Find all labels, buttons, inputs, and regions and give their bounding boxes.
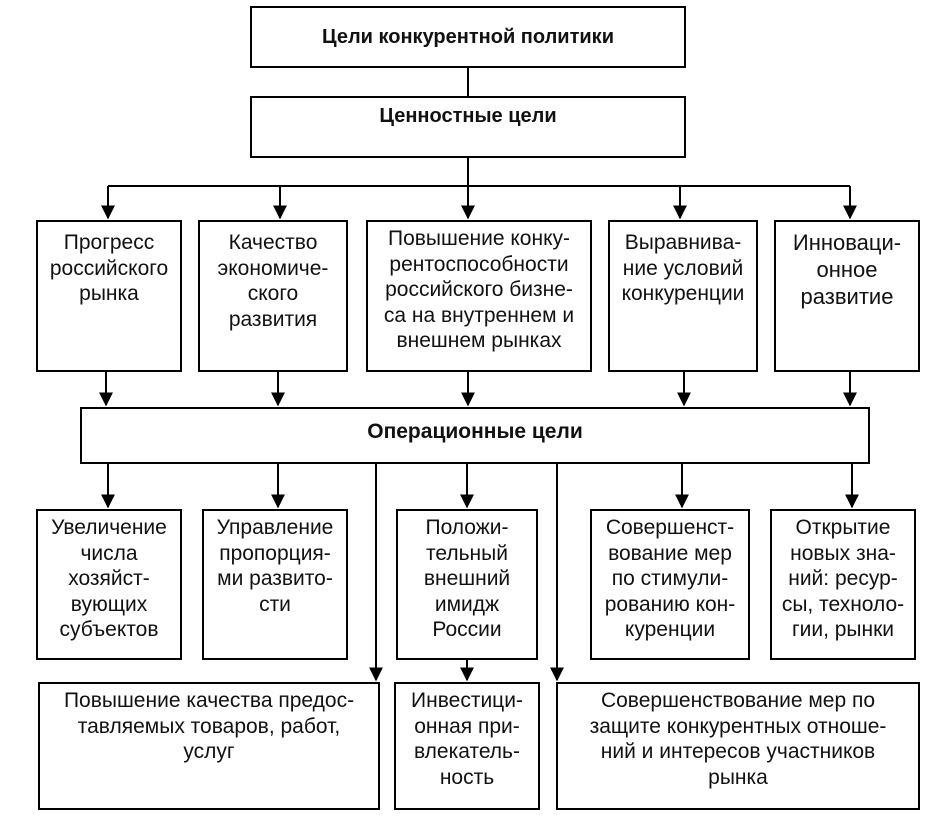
value-goals-box: Ценностные цели (250, 96, 686, 158)
op-goal-quality-goods: Повышение качества предос- тавляемых тов… (38, 682, 380, 810)
value-goal-equal-conditions: Выравнива- ние условий конкуренции (608, 220, 758, 372)
op-goal-more-entities: Увеличение числа хозяйст- вующих субъект… (36, 509, 182, 660)
op-goal-investment-attractiveness: Инвестици- онная при- влекатель- ность (394, 682, 540, 810)
value-goal-market-progress: Прогресс российского рынка (36, 220, 182, 372)
value-goal-economic-quality: Качество экономиче- ского развития (198, 220, 348, 372)
value-goal-competitiveness: Повышение конку- рентоспособности россий… (366, 220, 592, 372)
operational-goals-box: Операционные цели (80, 407, 870, 464)
title-box: Цели конкурентной политики (250, 6, 686, 68)
op-goal-stimulation: Совершенст- вование мер по стимули- рова… (590, 509, 750, 660)
op-goal-positive-image: Положи- тельный внешний имидж России (396, 509, 538, 660)
op-goal-protection-measures: Совершенствование мер по защите конкурен… (556, 682, 920, 810)
value-goal-innovation: Инноваци- онное развитие (774, 220, 920, 372)
op-goal-new-knowledge: Открытие новых зна- ний: ресур- сы, техн… (770, 509, 916, 660)
op-goal-proportions: Управление пропорция- ми развито- сти (202, 509, 348, 660)
